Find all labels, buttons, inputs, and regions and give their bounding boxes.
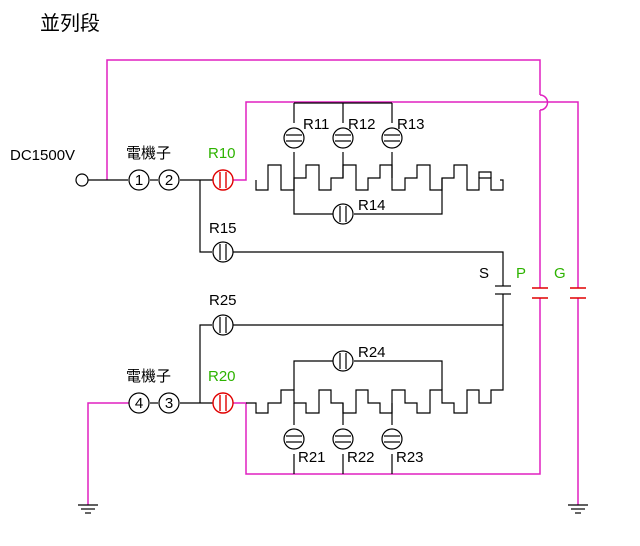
terminal-1-label: 1: [135, 172, 143, 189]
label-r15: R15: [209, 220, 237, 237]
label-r24: R24: [358, 344, 386, 361]
contactor-icon: [381, 428, 403, 450]
label-r14: R14: [358, 197, 386, 214]
terminal-circle-icon: [75, 173, 89, 187]
terminal-circle-icon: [128, 392, 150, 414]
label-r11: R11: [303, 116, 329, 133]
contactor-icon: [212, 169, 234, 191]
armature-label-bottom: 電機子: [126, 367, 171, 385]
switch-g-label: G: [554, 265, 566, 282]
ground-icon: [568, 504, 588, 514]
terminal-2-label: 2: [165, 172, 173, 189]
armature-terminals-top: 1 2: [128, 169, 180, 191]
ground-icon: [78, 504, 98, 514]
terminal-4-label: 4: [135, 395, 143, 412]
contactor-icon: [332, 428, 354, 450]
terminal-3-label: 3: [165, 395, 173, 412]
label-r10: R10: [208, 145, 236, 162]
label-r12: R12: [348, 116, 376, 133]
terminal-circle-icon: [158, 169, 180, 191]
black-wiring: [88, 102, 511, 474]
switch-s-label: S: [479, 265, 489, 282]
contactor-icon: [332, 203, 354, 225]
label-r20: R20: [208, 368, 236, 385]
magenta-wiring: [87, 59, 579, 505]
contactor-icon: [332, 127, 354, 149]
terminal-circle-icon: [158, 392, 180, 414]
p-g-contactors: [532, 287, 586, 299]
armature-terminals-bottom: 4 3: [128, 392, 180, 414]
switch-p-label: P: [516, 265, 526, 282]
terminal-circle-icon: [128, 169, 150, 191]
contactor-icon: [283, 127, 305, 149]
contactor-icon: [283, 428, 305, 450]
label-r21: R21: [298, 449, 326, 466]
contactor-icon: [212, 392, 234, 414]
contactor-icon: [212, 314, 234, 336]
armature-label-top: 電機子: [126, 144, 171, 162]
label-r13: R13: [397, 116, 425, 133]
contactor-icon: [212, 241, 234, 263]
label-r22: R22: [347, 449, 375, 466]
label-r25: R25: [209, 292, 237, 309]
label-r23: R23: [396, 449, 424, 466]
diagram-title: 並列段: [40, 11, 100, 35]
source-voltage-label: DC1500V: [10, 147, 75, 164]
contactor-icon: [381, 127, 403, 149]
contactor-icon: [332, 350, 354, 372]
